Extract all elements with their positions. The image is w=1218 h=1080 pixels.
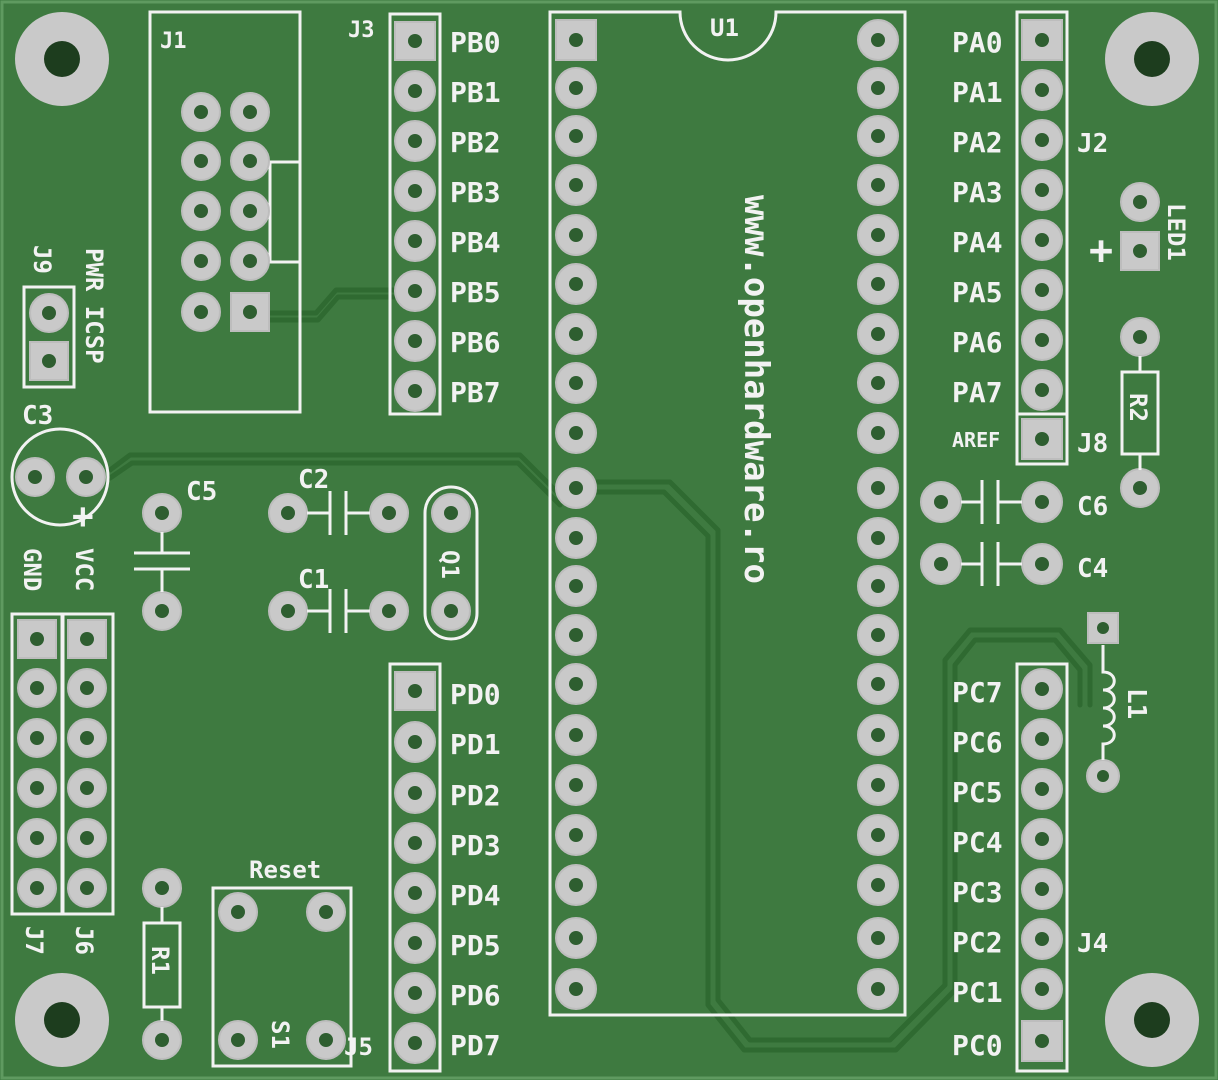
pa3-label: PA3: [952, 176, 1003, 209]
j3-portb-header: J3 PB0 PB1 PB2 PB3 PB4 PB5 PB6 PB7: [348, 12, 501, 416]
j2-label: J2: [1077, 129, 1108, 159]
c3-label: C3: [22, 401, 53, 431]
s1-label: S1: [266, 1020, 294, 1049]
c2-capacitor: C2: [268, 465, 409, 535]
pa4-label: PA4: [952, 226, 1003, 259]
j3-label: J3: [348, 18, 375, 43]
c4-capacitor: C4: [920, 542, 1108, 586]
j1-label: J1: [160, 29, 187, 54]
c5-label: C5: [186, 477, 217, 507]
c1-label: C1: [298, 565, 329, 595]
gnd-label: GND: [18, 548, 46, 591]
pc5-label: PC5: [952, 776, 1003, 809]
pb6-label: PB6: [450, 326, 501, 359]
j4-portc-header: J4 PC7 PC6 PC5 PC4 PC3 PC2 PC1 PC0: [952, 662, 1108, 1073]
led1: + LED1: [1089, 182, 1190, 274]
s1-reset-switch[interactable]: Reset S1: [211, 856, 353, 1068]
j6-vcc-header: VCC J6: [61, 548, 115, 955]
mounting-holes: [15, 12, 1199, 1067]
pa2-label: PA2: [952, 126, 1003, 159]
pb2-label: PB2: [450, 126, 501, 159]
pa1-label: PA1: [952, 76, 1003, 109]
j7-label: J7: [20, 926, 48, 955]
pa7-label: PA7: [952, 376, 1003, 409]
l1-label: L1: [1121, 688, 1151, 719]
pb3-label: PB3: [450, 176, 501, 209]
pb4-label: PB4: [450, 226, 501, 259]
pc0-label: PC0: [952, 1029, 1003, 1062]
c4-label: C4: [1077, 554, 1108, 584]
aref-label: AREF: [952, 428, 1000, 452]
r2-resistor: R2: [1120, 317, 1160, 508]
pwr-icsp-label: PWR ICSP: [80, 248, 108, 364]
u1-left-pins: [555, 19, 597, 1010]
website-text: www.openhardware.ro: [736, 195, 776, 584]
pd5-label: PD5: [450, 929, 501, 962]
u1-microcontroller: U1 www.openhardware.ro: [548, 10, 907, 1017]
pc3-label: PC3: [952, 876, 1003, 909]
pa5-label: PA5: [952, 276, 1003, 309]
pa0-label: PA0: [952, 26, 1003, 59]
vcc-label: VCC: [70, 548, 98, 591]
pd6-label: PD6: [450, 979, 501, 1012]
led1-label: LED1: [1162, 203, 1190, 261]
q1-crystal: Q1: [423, 485, 479, 641]
r1-resistor: R1: [142, 868, 182, 1060]
plus-led-label: +: [1089, 228, 1113, 274]
pc4-label: PC4: [952, 826, 1003, 859]
pb5-label: PB5: [450, 276, 501, 309]
pd3-label: PD3: [450, 829, 501, 862]
c2-label: C2: [298, 465, 329, 495]
pd2-label: PD2: [450, 779, 501, 812]
reset-label: Reset: [249, 856, 321, 884]
pc7-label: PC7: [952, 676, 1003, 709]
u1-label: U1: [710, 14, 739, 42]
j9-label: J9: [28, 245, 56, 274]
pa6-label: PA6: [952, 326, 1003, 359]
r2-label: R2: [1124, 393, 1152, 422]
pd0-label: PD0: [450, 678, 501, 711]
pb7-label: PB7: [450, 376, 501, 409]
j1-pads: [181, 92, 270, 332]
j4-label: J4: [1077, 929, 1108, 959]
pb1-label: PB1: [450, 76, 501, 109]
j7-gnd-header: GND J7: [10, 548, 64, 955]
r1-label: R1: [146, 946, 174, 975]
pb0-label: PB0: [450, 26, 501, 59]
c5-capacitor: C5: [134, 477, 217, 631]
pd1-label: PD1: [450, 728, 501, 761]
pd7-label: PD7: [450, 1029, 501, 1062]
plus-c3-label: +: [72, 496, 94, 537]
j8-label: J8: [1077, 429, 1108, 459]
u1-right-pins: [857, 19, 899, 1010]
pd4-label: PD4: [450, 879, 501, 912]
pc6-label: PC6: [952, 726, 1003, 759]
c6-capacitor: C6: [920, 480, 1108, 524]
j5-label: J5: [344, 1033, 373, 1061]
pc2-label: PC2: [952, 926, 1003, 959]
j5-portd-header: J5 PD0 PD1 PD2 PD3 PD4 PD5 PD6 PD7: [344, 662, 501, 1073]
j6-label: J6: [70, 926, 98, 955]
j9-pwr-icsp-jumper: J9 PWR ICSP: [22, 245, 108, 389]
j2-porta-header: J2 J8 PA0 PA1 PA2 PA3 PA4 PA5 PA6 PA7 AR…: [952, 10, 1108, 466]
c3-capacitor: C3 +: [10, 401, 110, 537]
q1-label: Q1: [436, 550, 464, 579]
c6-label: C6: [1077, 492, 1108, 522]
c1-capacitor: C1: [268, 565, 409, 633]
j1-icsp-header: J1: [148, 10, 302, 414]
pc1-label: PC1: [952, 976, 1003, 1009]
l1-inductor: L1: [1086, 612, 1151, 793]
